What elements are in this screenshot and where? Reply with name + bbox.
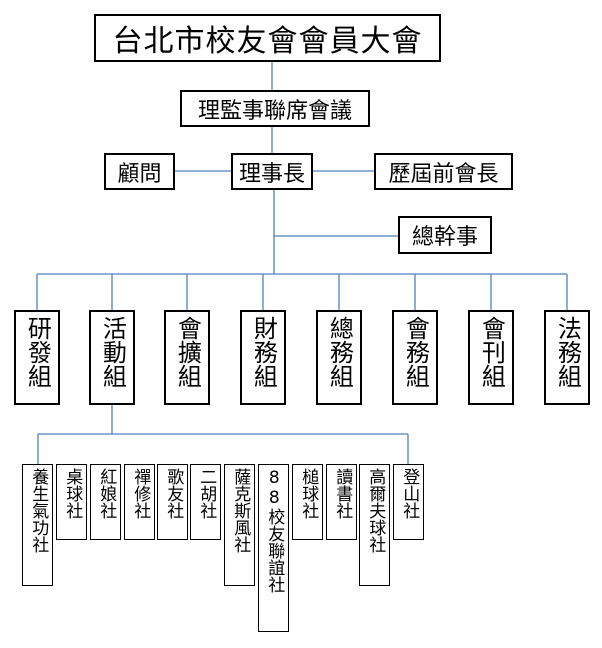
club-box-matchmaking: 紅娘社 (90, 464, 121, 540)
department-label: 活動組 (98, 316, 127, 388)
department-label: 財務組 (249, 316, 278, 388)
club-label: 桌球社 (62, 468, 83, 519)
department-box-member-affairs: 會務組 (392, 310, 438, 405)
club-label: 登山社 (399, 468, 420, 519)
department-label: 會擴組 (173, 316, 202, 388)
club-box-meditation: 禪修社 (124, 464, 155, 540)
department-label: 會刊組 (477, 316, 506, 388)
secretary-general-box: 總幹事 (398, 216, 492, 254)
department-label: 研發組 (23, 316, 52, 388)
department-box-newsletter: 會刊組 (468, 310, 514, 405)
club-label: 歌友社 (163, 468, 184, 519)
club-box-hiking: 登山社 (393, 464, 424, 540)
department-box-legal: 法務組 (544, 310, 590, 405)
club-label: 88校友聯誼社 (264, 468, 285, 593)
adviser-box: 顧問 (104, 153, 175, 190)
assembly-label: 台北市校友會會員大會 (112, 24, 423, 59)
club-box-table-tennis: 桌球社 (56, 464, 87, 540)
club-box-gateball: 槌球社 (292, 464, 323, 540)
past-presidents-label: 歷屆前會長 (388, 161, 499, 187)
council-box: 理監事聯席會議 (180, 90, 370, 127)
club-box-erhu: 二胡社 (190, 464, 221, 540)
department-label: 會務組 (401, 316, 430, 388)
department-box-activities: 活動組 (89, 310, 135, 405)
club-label: 槌球社 (298, 468, 319, 519)
club-label: 紅娘社 (96, 468, 117, 519)
department-box-research: 研發組 (14, 310, 60, 405)
club-label: 高爾夫球社 (365, 468, 386, 553)
club-label: 讀書社 (332, 468, 353, 519)
club-box-saxophone: 薩克斯風社 (224, 464, 255, 586)
club-label: 禪修社 (130, 468, 151, 519)
club-box-reading: 讀書社 (326, 464, 357, 540)
assembly-box: 台北市校友會會員大會 (94, 14, 441, 62)
department-box-membership: 會擴組 (164, 310, 210, 405)
department-box-general-affairs: 總務組 (316, 310, 362, 405)
president-box: 理事長 (231, 153, 313, 190)
department-box-finance: 財務組 (240, 310, 286, 405)
club-box-alumni-88: 88校友聯誼社 (258, 464, 289, 632)
club-box-singing: 歌友社 (157, 464, 188, 540)
club-label: 二胡社 (196, 468, 217, 519)
club-box-qigong: 養生氣功社 (22, 464, 53, 586)
club-box-golf: 高爾夫球社 (359, 464, 390, 586)
past-presidents-box: 歷屆前會長 (374, 153, 513, 190)
department-label: 法務組 (553, 316, 582, 388)
department-label: 總務組 (325, 316, 354, 388)
secretary-general-label: 總幹事 (411, 225, 478, 250)
club-label: 養生氣功社 (28, 468, 49, 553)
president-label: 理事長 (238, 161, 305, 187)
council-label: 理監事聯席會議 (197, 98, 352, 124)
club-label: 薩克斯風社 (230, 468, 251, 553)
adviser-label: 顧問 (117, 161, 162, 187)
